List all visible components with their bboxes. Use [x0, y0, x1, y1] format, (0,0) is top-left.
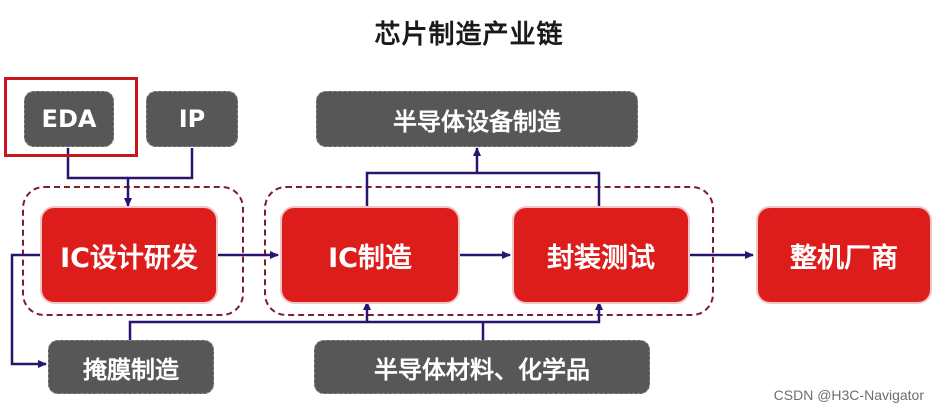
design-group-outline: [22, 186, 244, 316]
materials-chemicals-node: 半导体材料、化学品: [314, 340, 650, 394]
packaging-testing-node: 封装测试: [514, 208, 688, 302]
watermark-text: CSDN @H3C-Navigator: [773, 387, 924, 403]
photomask-node: 掩膜制造: [48, 340, 214, 394]
oem-node: 整机厂商: [758, 208, 930, 302]
ic-manufacturing-node: IC制造: [282, 208, 458, 302]
eda-to-ic-design-arrow: [66, 148, 128, 180]
packaging-to-equipment-line: [477, 171, 601, 206]
ic-manufacturing-to-equipment-line: [365, 171, 477, 206]
photomask-up-line: [128, 320, 483, 340]
eda-highlight-frame: [4, 77, 138, 157]
ic-design-to-photomask-arrow: [10, 253, 47, 368]
ip-node: IP: [146, 91, 238, 147]
ic-design-node: IC设计研发: [42, 208, 216, 302]
semiconductor-equipment-node: 半导体设备制造: [316, 91, 638, 147]
ip-to-ic-design-arrow: [124, 148, 194, 207]
supply-to-packaging-arrow: [483, 301, 603, 324]
manufacturing-group-outline: [264, 186, 714, 316]
diagram-title: 芯片制造产业链: [374, 20, 564, 50]
eda-node: EDA: [24, 91, 114, 147]
